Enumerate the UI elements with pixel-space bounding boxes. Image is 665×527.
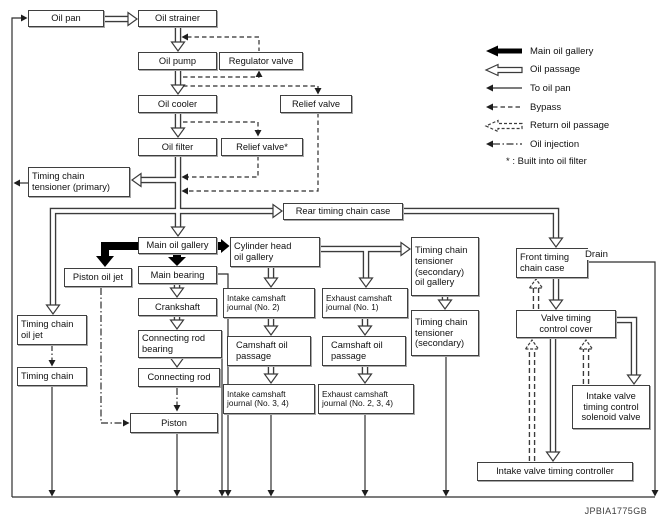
to-oil-pan-arrow-icon: [484, 81, 524, 95]
node-oil-pan: Oil pan: [28, 10, 104, 27]
node-oil-strainer: Oil strainer: [138, 10, 217, 27]
legend-row: Oil passage: [484, 61, 609, 80]
node-relief-valve: Relief valve: [280, 95, 352, 113]
legend-row: Bypass: [484, 98, 609, 117]
legend-row: Oil injection: [484, 135, 609, 154]
node-relief-valve-builtin: Relief valve*: [221, 138, 303, 156]
node-front-timing-chain-case: Front timing chain case: [516, 248, 588, 278]
drain-label: Drain: [584, 249, 609, 260]
bypass-arrow-icon: [484, 100, 524, 114]
node-intake-valve-timing-controller: Intake valve timing controller: [477, 462, 633, 481]
node-oil-pump: Oil pump: [138, 52, 217, 70]
legend-note: * : Built into oil filter: [506, 155, 587, 167]
node-oil-filter: Oil filter: [138, 138, 217, 156]
return-oil-passage-arrow-icon: [484, 119, 524, 133]
legend: Main oil gallery Oil passage To oil pan …: [484, 42, 609, 167]
node-piston-oil-jet: Piston oil jet: [64, 268, 132, 287]
node-timing-chain-tensioner-secondary-oil-gallery: Timing chain tensioner (secondary) oil g…: [411, 237, 479, 296]
node-timing-chain-tensioner-primary: Timing chain tensioner (primary): [28, 167, 130, 197]
legend-row: Main oil gallery: [484, 42, 609, 61]
node-regulator-valve: Regulator valve: [219, 52, 303, 70]
node-crankshaft: Crankshaft: [138, 298, 217, 316]
main-oil-gallery-arrow-icon: [484, 44, 524, 58]
node-valve-timing-control-cover: Valve timing control cover: [516, 310, 616, 338]
figure-code: JPBIA1775GB: [584, 506, 647, 516]
legend-label: Oil passage: [530, 64, 581, 76]
node-piston: Piston: [130, 413, 218, 433]
legend-row: Return oil passage: [484, 116, 609, 135]
legend-label: To oil pan: [530, 82, 571, 94]
node-timing-chain-tensioner-secondary: Timing chain tensioner (secondary): [411, 310, 479, 356]
node-timing-chain-oil-jet: Timing chain oil jet: [17, 315, 87, 345]
legend-row: To oil pan: [484, 79, 609, 98]
node-main-bearing: Main bearing: [138, 266, 217, 284]
oil-passage-arrow-icon: [484, 63, 524, 77]
node-timing-chain: Timing chain: [17, 367, 87, 386]
legend-label: Oil injection: [530, 138, 580, 150]
node-connecting-rod: Connecting rod: [138, 368, 220, 387]
node-exhaust-camshaft-journal-234: Exhaust camshaft journal (No. 2, 3, 4): [318, 384, 414, 414]
node-connecting-rod-bearing: Connecting rod bearing: [138, 330, 222, 358]
legend-label: Bypass: [530, 101, 562, 113]
legend-label: Main oil gallery: [530, 45, 594, 57]
node-oil-cooler: Oil cooler: [138, 95, 217, 113]
node-exhaust-camshaft-journal-1: Exhaust camshaft journal (No. 1): [322, 288, 408, 318]
legend-label: Return oil passage: [530, 120, 610, 132]
node-intake-valve-timing-control-solenoid-valve: Intake valve timing control solenoid val…: [572, 385, 650, 429]
node-intake-camshaft-journal-2: Intake camshaft journal (No. 2): [223, 288, 315, 318]
node-intake-camshaft-journal-34: Intake camshaft journal (No. 3, 4): [223, 384, 315, 414]
node-main-oil-gallery: Main oil gallery: [138, 237, 217, 254]
oil-injection-arrow-icon: [484, 137, 524, 151]
node-rear-timing-chain-case: Rear timing chain case: [283, 203, 403, 220]
node-cylinder-head-oil-gallery: Cylinder head oil gallery: [230, 237, 320, 267]
node-camshaft-oil-passage-intake: Camshaft oil passage: [227, 336, 311, 366]
node-camshaft-oil-passage-exhaust: Camshaft oil passage: [322, 336, 406, 366]
